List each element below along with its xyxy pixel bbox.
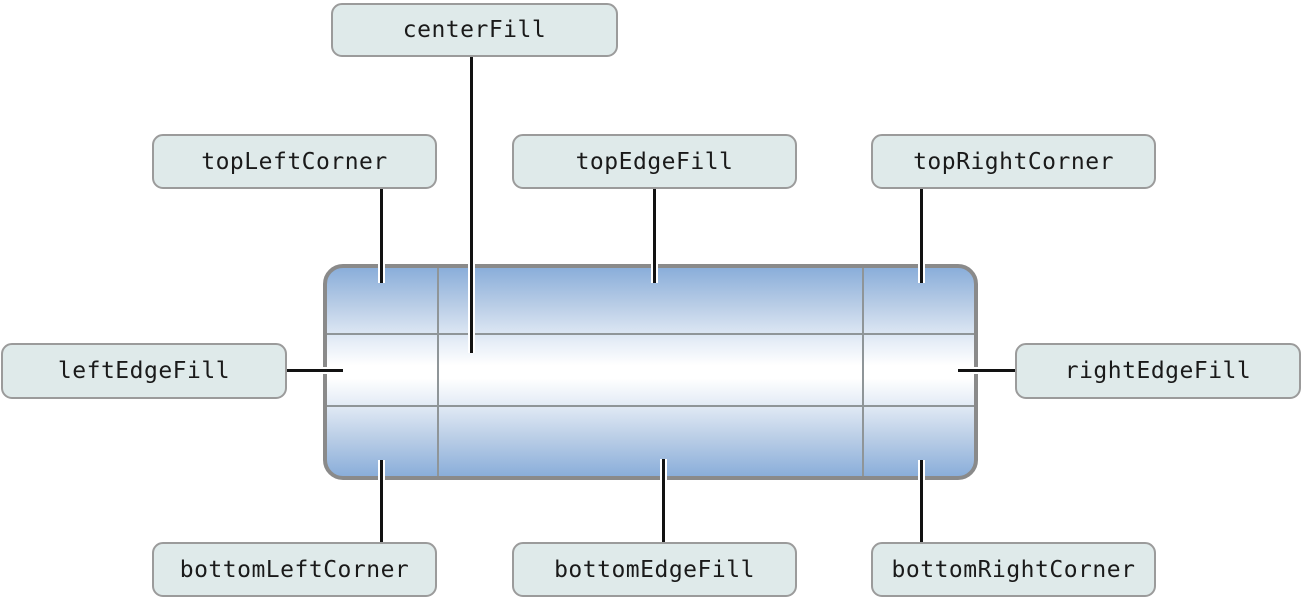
leader-line-center-fill [468,57,475,353]
callout-label: bottomRightCorner [891,556,1136,583]
leader-line-left-edge-fill [287,367,343,374]
callout-label: bottomEdgeFill [554,556,755,583]
callout-right-edge-fill: rightEdgeFill [1015,343,1301,399]
leader-line-top-right-corner [918,189,925,283]
leader-line-top-left-corner [378,189,385,283]
callout-top-right-corner: topRightCorner [871,134,1156,189]
callout-bottom-right-corner: bottomRightCorner [871,542,1156,597]
callout-left-edge-fill: leftEdgeFill [1,343,287,399]
callout-label: bottomLeftCorner [179,556,410,583]
grid-line-vertical-right [862,268,864,476]
grid-line-horizontal-top [327,333,974,335]
leader-line-right-edge-fill [958,367,1015,374]
callout-bottom-left-corner: bottomLeftCorner [152,542,437,597]
leader-line-top-edge-fill [651,189,658,283]
leader-line-bottom-left-corner [378,460,385,542]
nine-part-image [323,264,978,480]
callout-top-left-corner: topLeftCorner [152,134,437,189]
grid-line-horizontal-bottom [327,405,974,407]
callout-label: leftEdgeFill [57,358,231,384]
callout-label: topLeftCorner [201,148,388,175]
callout-center-fill: centerFill [331,3,618,57]
leader-line-bottom-right-corner [918,460,925,542]
callout-label: topEdgeFill [575,148,734,175]
callout-bottom-edge-fill: bottomEdgeFill [512,542,797,597]
leader-line-bottom-edge-fill [660,459,667,542]
callout-label: centerFill [402,17,547,43]
callout-top-edge-fill: topEdgeFill [512,134,797,189]
grid-line-vertical-left [437,268,439,476]
callout-label: rightEdgeFill [1064,358,1252,384]
callout-label: topRightCorner [913,148,1114,175]
